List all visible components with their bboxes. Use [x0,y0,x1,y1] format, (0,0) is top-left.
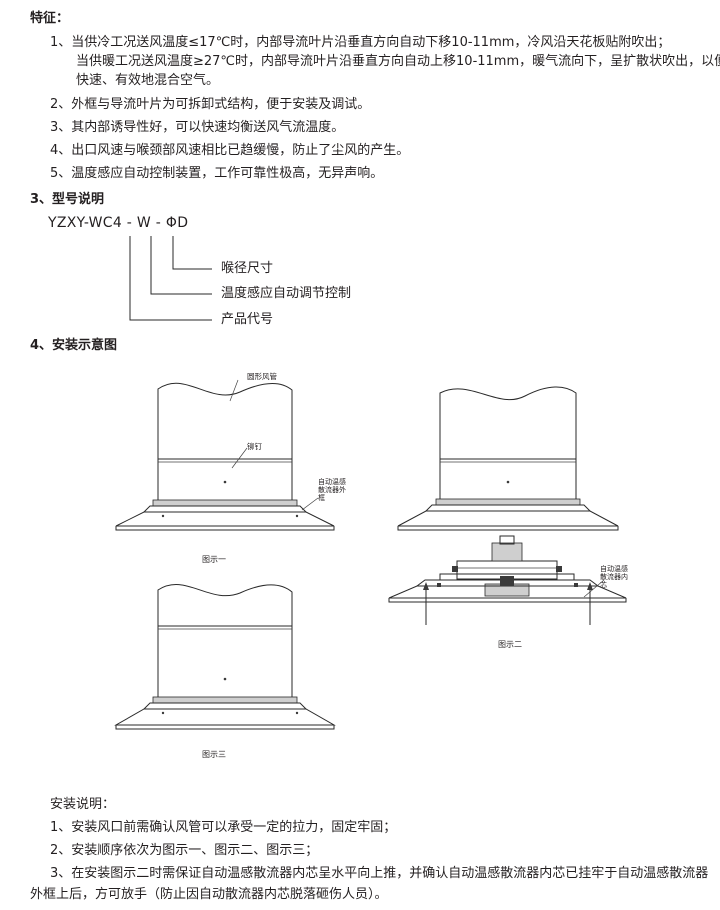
instruction-item-1: 1、安装风口前需确认风管可以承受一定的拉力，固定牢固； [50,820,397,835]
legend-line-diameter [172,236,212,270]
instruction-item-3-cont: 外框上后，方可放手（防止因自动散流器内芯脱落砸伤人员）。 [30,887,388,902]
feature-item-1-cont2: 快速、有效地混合空气。 [76,73,220,88]
feature-item-3: 3、其内部诱导性好，可以快速均衡送风气流温度。 [50,120,345,135]
model-code: YZXY-WC4 - W - ΦD [48,215,189,231]
figure-2-core-drawing [388,535,627,625]
instructions-title: 安装说明： [50,797,116,812]
feature-item-1: 1、当供冷工况送风温度≤17℃时，内部导流叶片沿垂直方向自动下移10-11mm，… [50,35,671,50]
legend-line-code [129,236,212,321]
legend-diameter: 喉径尺寸 [221,261,274,276]
label-core: 自动温感散流器内芯 [600,565,628,589]
feature-item-4: 4、出口风速与喉颈部风速相比已趋缓慢，防止了尘风的产生。 [50,143,410,158]
caption-figure-1: 图示一 [202,555,226,564]
instruction-item-3: 3、在安装图示二时需保证自动温感散流器内芯呈水平向上推，并确认自动温感散流器内芯… [50,866,709,881]
figure-2-drawing [397,386,619,531]
figure-3-drawing [114,584,336,730]
label-duct: 圆形风管 [247,372,277,381]
feature-item-5: 5、温度感应自动控制装置，工作可靠性极高，无异声响。 [50,166,384,181]
model-heading: 3、型号说明 [30,192,105,207]
label-rivet: 铆钉 [247,442,262,451]
features-heading: 特征： [30,11,70,26]
feature-item-2: 2、外框与导流叶片为可拆卸式结构，便于安装及调试。 [50,97,371,112]
install-heading: 4、安装示意图 [30,338,118,353]
legend-product-code: 产品代号 [221,312,274,327]
figure-1-drawing [115,379,335,531]
caption-figure-2: 图示二 [498,640,522,649]
caption-figure-3: 图示三 [202,750,226,759]
label-outer-frame: 自动温感散流器外框 [318,478,346,502]
legend-line-control [150,236,212,295]
instruction-item-2: 2、安装顺序依次为图示一、图示二、图示三； [50,843,319,858]
feature-item-1-cont: 当供暖工况送风温度≥27℃时，内部导流叶片沿垂直方向自动上移10-11mm，暖气… [76,54,720,69]
legend-control: 温度感应自动调节控制 [221,286,352,301]
